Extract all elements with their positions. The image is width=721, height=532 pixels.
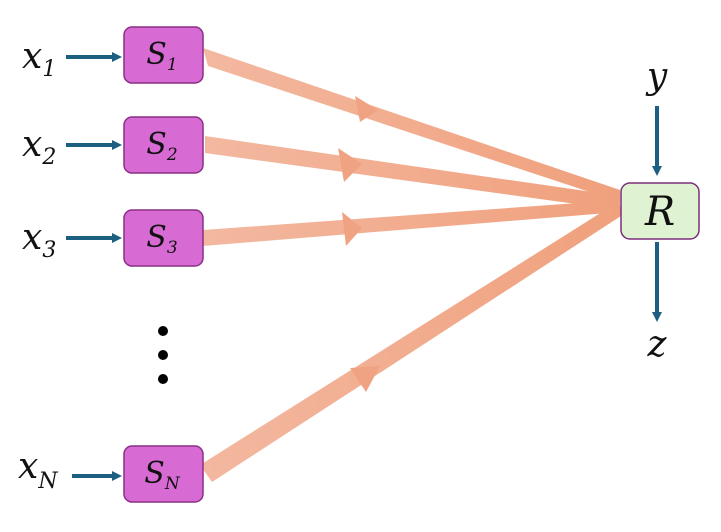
source-node-2-label: S xyxy=(146,127,167,162)
source-node-N-label: S xyxy=(144,456,165,491)
source-node-2: S2 xyxy=(123,116,204,174)
svg-text:SN: SN xyxy=(144,456,181,494)
channel-arrow-N xyxy=(200,202,624,482)
input-label-N: xN xyxy=(18,446,58,494)
source-node-N-sub: N xyxy=(164,474,181,494)
source-node-N: SN xyxy=(123,445,204,503)
channel-arrowhead-2 xyxy=(338,148,362,182)
source-node-1-sub: 1 xyxy=(167,55,178,75)
source-node-3: S3 xyxy=(123,209,204,267)
source-node-3-label: S xyxy=(146,220,167,255)
input-label-1: x1 xyxy=(22,36,56,82)
channel-arrow-1 xyxy=(203,48,620,202)
svg-text:S2: S2 xyxy=(146,127,177,165)
channel-arrow-2 xyxy=(205,136,620,210)
source-node-1-label: S xyxy=(146,37,167,72)
channel-arrowhead-3 xyxy=(342,212,362,246)
svg-text:S1: S1 xyxy=(146,37,177,75)
source-node-2-sub: 2 xyxy=(166,145,178,165)
side-input-label: y xyxy=(645,56,668,97)
channel-arrowhead-N xyxy=(350,366,380,392)
channels xyxy=(200,48,624,482)
input-label-3: x3 xyxy=(22,217,56,263)
receiver-label: R xyxy=(644,189,675,235)
channel-arrow-3 xyxy=(203,200,620,246)
svg-text:S3: S3 xyxy=(146,220,177,258)
input-label-2: x2 xyxy=(22,124,56,170)
vertical-ellipsis xyxy=(158,326,168,384)
output-label: z xyxy=(647,324,668,365)
source-node-3-sub: 3 xyxy=(167,238,178,258)
receiver-node: R xyxy=(620,182,700,240)
channel-arrowhead-1 xyxy=(355,96,378,122)
input-arrows xyxy=(66,52,122,481)
source-node-1: S1 xyxy=(123,26,204,84)
